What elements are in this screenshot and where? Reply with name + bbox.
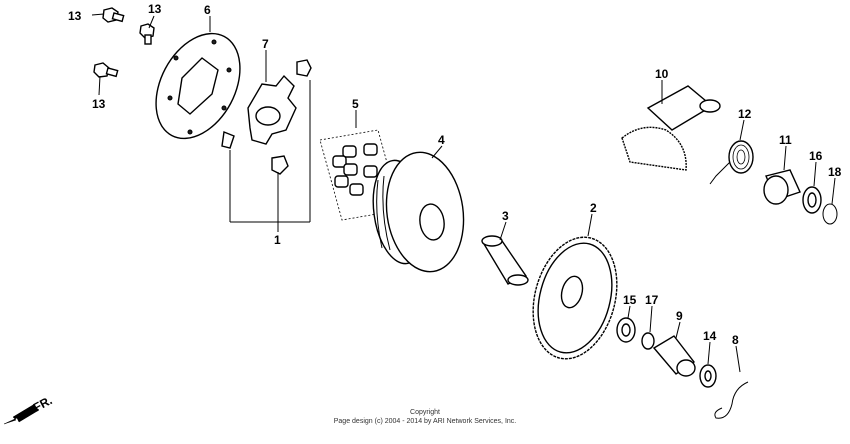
clip-8 xyxy=(714,381,749,419)
bolt-13-top-left xyxy=(102,7,125,23)
callout-14: 14 xyxy=(703,329,717,343)
washer-15 xyxy=(616,317,636,343)
callout-16: 16 xyxy=(809,149,823,163)
slide-pieces-1 xyxy=(221,59,312,175)
callout-5: 5 xyxy=(352,97,359,111)
kick-spindle-10 xyxy=(621,85,721,171)
bolt-13-lower xyxy=(93,62,119,78)
callout-10: 10 xyxy=(655,67,669,81)
driven-gear-2 xyxy=(532,236,618,360)
ramp-plate-7 xyxy=(247,74,297,145)
callout-11: 11 xyxy=(779,133,792,147)
callout-8: 8 xyxy=(732,333,739,347)
callout-13-lower: 13 xyxy=(92,97,106,111)
callout-15: 15 xyxy=(623,293,637,307)
copyright-line-2: Page design (c) 2004 - 2014 by ARI Netwo… xyxy=(333,418,517,425)
callout-2: 2 xyxy=(590,201,597,215)
callout-13-top-left: 13 xyxy=(68,9,82,23)
callout-labels: 13 13 13 6 7 5 4 1 3 2 10 12 11 16 18 15… xyxy=(68,2,842,347)
circlip-18 xyxy=(822,203,838,225)
callout-3: 3 xyxy=(502,209,509,223)
callout-17: 17 xyxy=(645,293,659,307)
rollers-5 xyxy=(319,129,401,221)
bearing-17 xyxy=(641,332,655,350)
copyright-line-1: Copyright xyxy=(410,409,440,416)
bolt-13-top-right xyxy=(139,23,155,45)
washer-14 xyxy=(699,364,717,388)
callout-12: 12 xyxy=(738,107,752,121)
pinion-9 xyxy=(652,335,696,377)
bushing-11 xyxy=(763,169,801,205)
pulley-4 xyxy=(372,151,465,273)
spring-12 xyxy=(709,140,754,185)
callout-4: 4 xyxy=(438,133,445,147)
collar-3 xyxy=(481,235,529,286)
callout-18: 18 xyxy=(828,165,842,179)
callout-7: 7 xyxy=(262,37,269,51)
callout-1: 1 xyxy=(274,233,281,247)
plate-6 xyxy=(155,32,241,140)
washer-16 xyxy=(802,186,822,214)
callout-6: 6 xyxy=(204,3,211,17)
callout-9: 9 xyxy=(676,309,683,323)
callout-13-top-right: 13 xyxy=(148,2,162,16)
leader-lines xyxy=(91,13,836,373)
